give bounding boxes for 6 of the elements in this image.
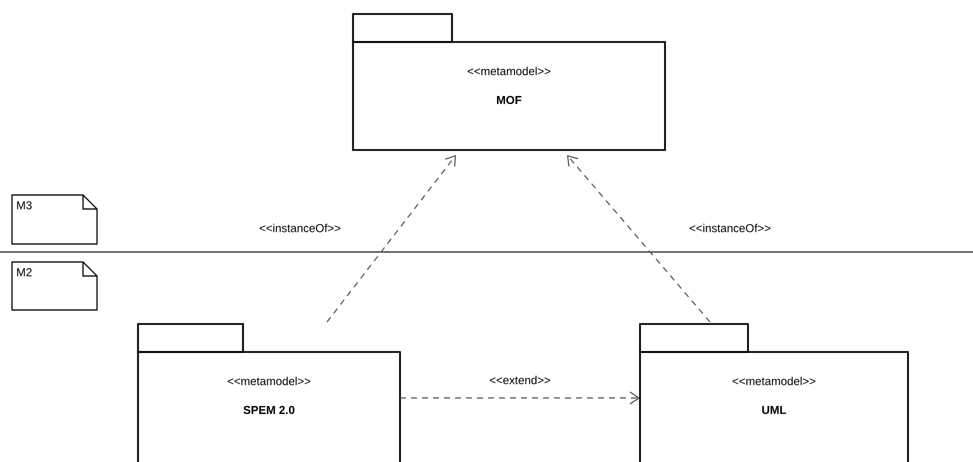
edge-label: <<instanceOf>> — [688, 222, 772, 234]
edge-label: <<extend>> — [488, 374, 552, 386]
arrow — [326, 155, 456, 322]
arrow — [567, 154, 710, 322]
arrow — [400, 392, 640, 404]
edge-label: <<instanceOf>> — [258, 222, 342, 234]
